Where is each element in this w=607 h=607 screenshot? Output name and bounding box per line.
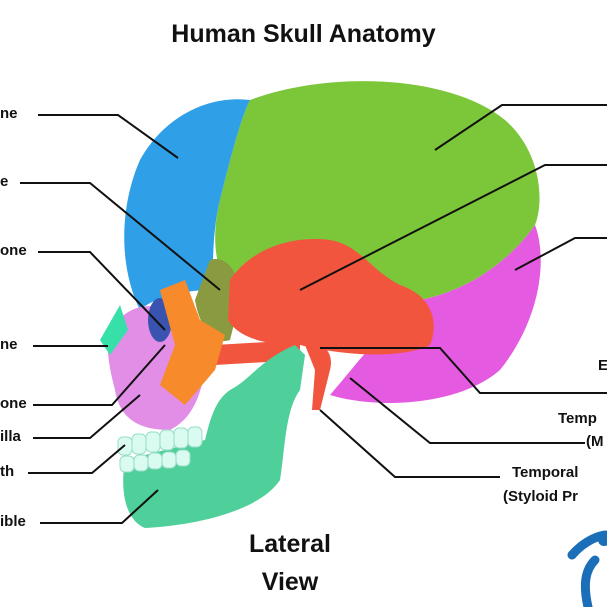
view-label-line-1: Lateral [249,530,331,558]
label-right-3: (M [586,433,604,450]
nasal-bone [100,305,128,355]
label-left-2: e [0,173,9,190]
label-right-5: (Styloid Pr [503,488,579,505]
label-left-7: th [0,463,15,480]
label-left-4: ne [0,336,18,353]
zygomatic-bone [160,280,225,405]
logo-icon [567,530,607,607]
label-left-8: ible [0,513,26,530]
mandible [123,345,306,528]
label-left-1: ne [0,105,18,122]
label-right-4: Temporal [512,464,579,481]
temporal-bone [228,239,434,355]
label-right-1: E [598,357,607,374]
view-label-line-2: View [261,568,319,596]
teeth [117,426,203,473]
page-title: Human Skull Anatomy [171,20,436,48]
label-left-6: illa [0,428,21,445]
label-left-5: one [0,395,27,412]
label-right-2: Temp [558,410,597,427]
leader-lines [20,104,607,524]
styloid-process [305,343,331,410]
label-left-3: one [0,242,27,259]
frontal-bone [124,99,250,310]
occipital-bone [330,225,541,403]
